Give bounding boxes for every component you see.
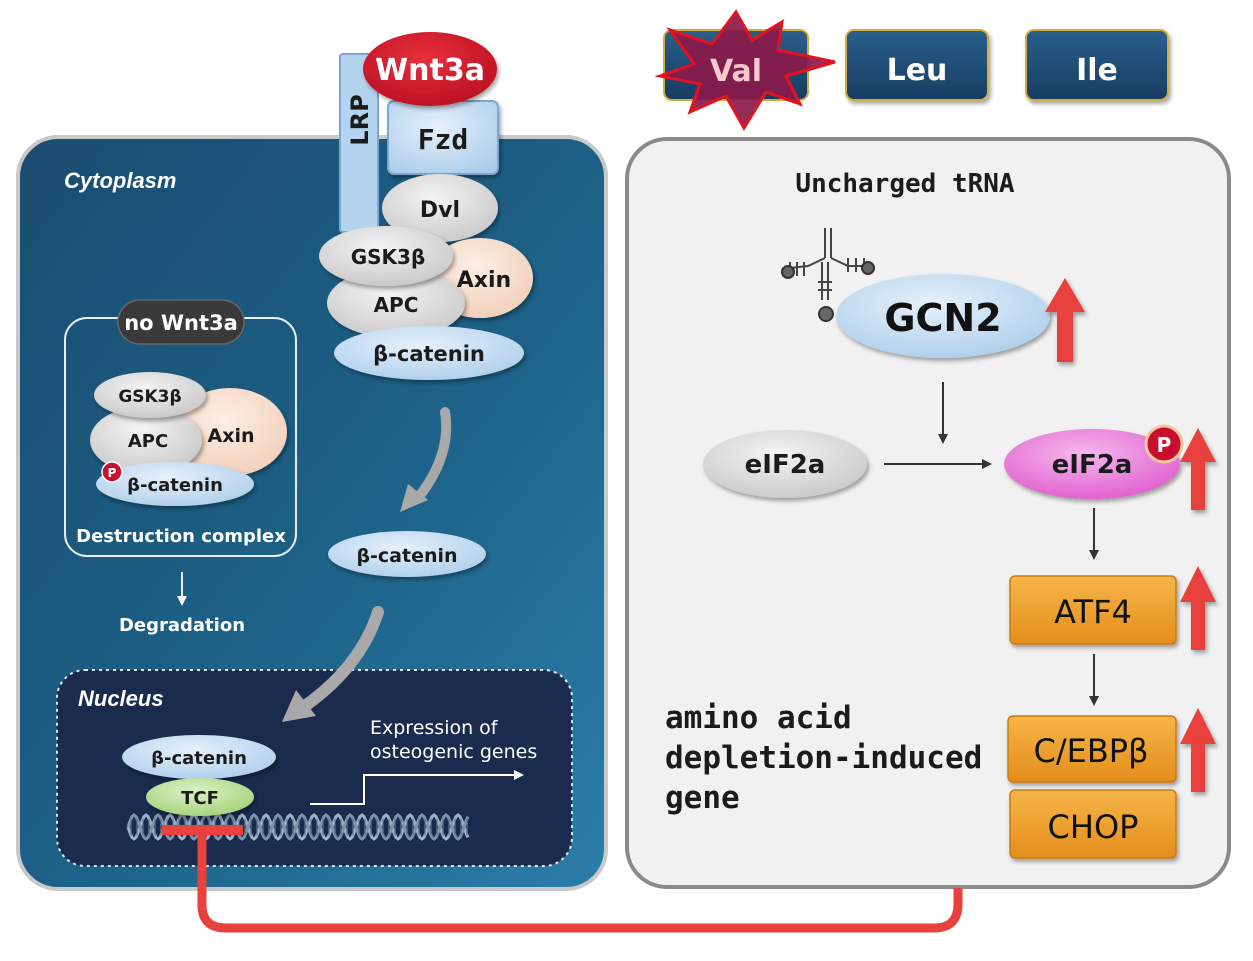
gene-label-line1: amino acid: [665, 700, 852, 736]
phospho-icon: [1144, 424, 1184, 464]
expression-line1: Expression of: [370, 717, 499, 739]
expression-arrow: [310, 770, 524, 805]
tcf-label: TCF: [181, 788, 219, 809]
dc-beta-catenin: [96, 462, 254, 506]
no-wnt3a-badge: [117, 299, 245, 345]
dc-apc-label: APC: [128, 431, 168, 452]
phospho-label: P: [1157, 433, 1172, 457]
dvl-protein: [382, 174, 498, 242]
fzd-label: Fzd: [418, 123, 469, 156]
nucleus-title: Nucleus: [78, 686, 164, 711]
up-arrow-atf4-icon: [1180, 566, 1216, 650]
val-label: Val: [710, 54, 762, 89]
beta-catenin-complex-label: β-catenin: [373, 342, 485, 366]
eif2a-protein: [703, 430, 867, 498]
dc-axin-label: Axin: [208, 425, 255, 447]
beta-catenin-free: [328, 531, 486, 577]
trna-label: Uncharged tRNA: [795, 169, 1014, 199]
beta-catenin-complex: [334, 326, 524, 380]
gcn2-label: GCN2: [884, 296, 1001, 340]
leu-box: [845, 29, 989, 101]
translocation-arrow-head: [282, 690, 316, 722]
apc-protein: [327, 268, 465, 338]
beta-catenin-free-label: β-catenin: [356, 545, 457, 567]
lrp-label: LRP: [346, 94, 374, 145]
gene-label-line3: gene: [665, 780, 740, 816]
cebp-box: [1007, 715, 1177, 783]
atf4-box: [1009, 575, 1177, 645]
dc-apc-protein: [90, 406, 202, 474]
gsk3b-protein: [319, 226, 453, 286]
val-burst-icon: [654, 9, 836, 131]
dna-strand: [126, 813, 470, 841]
dvl-label: Dvl: [420, 198, 460, 223]
ile-box: [1025, 29, 1169, 101]
atf4-label: ATF4: [1054, 593, 1132, 631]
degradation-label: Degradation: [119, 615, 245, 636]
stress-panel: [625, 137, 1231, 889]
eif2a-label: eIF2a: [745, 450, 826, 480]
nucleus-beta-catenin-label: β-catenin: [151, 748, 247, 769]
axin-label: Axin: [457, 268, 511, 293]
p-eif2a-protein: [1004, 429, 1180, 499]
tcf-protein: [146, 778, 254, 816]
trna-icon: [781, 228, 875, 322]
gene-label-line2: depletion-induced: [665, 740, 982, 776]
cytoplasm-title: Cytoplasm: [64, 168, 176, 193]
chop-label: CHOP: [1048, 808, 1139, 846]
gcn2-protein: [836, 274, 1050, 358]
dc-gsk3b-label: GSK3β: [118, 387, 181, 407]
release-arrow: [413, 407, 452, 503]
dc-phospho-label: P: [108, 466, 117, 480]
apc-label: APC: [374, 293, 419, 317]
translocation-arrow: [296, 606, 384, 714]
amino-acid-val: Val: [654, 9, 836, 131]
dc-beta-catenin-label: β-catenin: [127, 475, 223, 496]
amino-acid-ile: Ile: [1025, 29, 1169, 101]
up-arrow-cebp-icon: [1180, 708, 1216, 792]
gsk3b-label: GSK3β: [351, 245, 426, 269]
ile-label: Ile: [1076, 53, 1118, 88]
release-arrow-head: [400, 484, 428, 512]
chop-box: [1009, 789, 1177, 859]
nucleus-beta-catenin: [122, 735, 276, 779]
p-eif2a-label: eIF2a: [1052, 450, 1133, 480]
cebp-label: C/EBPβ: [1033, 732, 1148, 770]
up-arrow-gcn2-icon: [1045, 278, 1085, 362]
expression-line2: osteogenic genes: [370, 741, 537, 763]
dc-phospho-icon: [101, 461, 123, 483]
amino-acid-leu: Leu: [845, 29, 989, 101]
dc-gsk3b-protein: [94, 372, 206, 418]
no-wnt3a-label: no Wnt3a: [124, 311, 238, 335]
wnt3a-ligand: [363, 32, 497, 106]
dna-strand: [126, 813, 470, 841]
inhibition-connector: [197, 828, 963, 933]
leu-label: Leu: [887, 53, 948, 88]
wnt3a-label: Wnt3a: [375, 53, 485, 88]
destruction-complex-label: Destruction complex: [76, 526, 286, 547]
up-arrow-eif2a-icon: [1180, 428, 1216, 510]
dc-axin-protein: [173, 388, 287, 476]
